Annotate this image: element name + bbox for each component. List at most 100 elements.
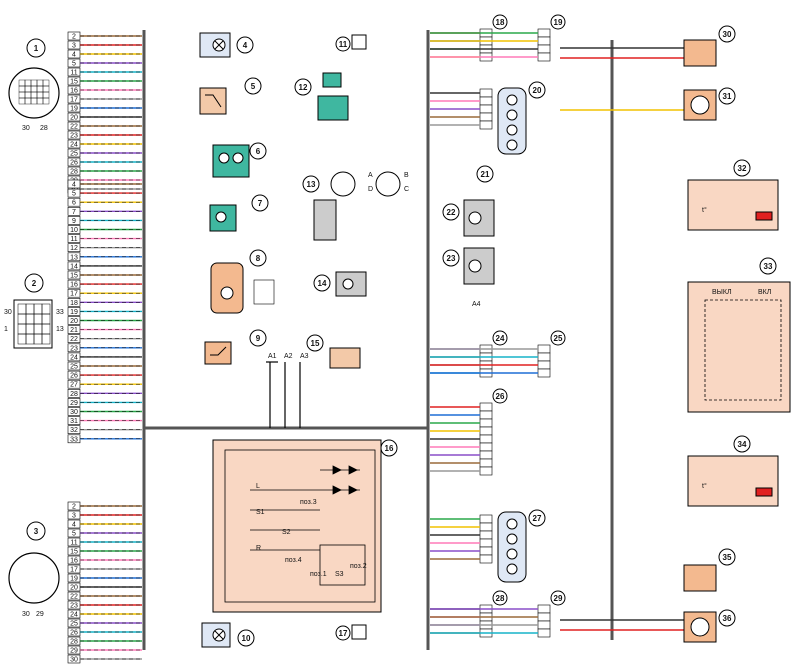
component-number-12: 12 — [299, 83, 308, 92]
pin-number: 15 — [70, 549, 78, 556]
component-number-7: 7 — [258, 199, 263, 208]
svg-text:30: 30 — [22, 125, 30, 132]
lamp-4: 4 — [199, 32, 254, 58]
switch-9: 9 — [204, 329, 267, 365]
component-number-20: 20 — [533, 86, 542, 95]
pin-number: 20 — [70, 115, 78, 122]
component-number-26: 26 — [496, 392, 505, 401]
pin-number: 23 — [70, 345, 78, 352]
component-11: 11 — [335, 34, 367, 52]
pin-number: 11 — [70, 70, 77, 77]
svg-text:ВКЛ: ВКЛ — [758, 289, 772, 296]
svg-text:A1: A1 — [268, 353, 277, 360]
motor-31: 31 — [683, 87, 736, 121]
pin-number: 29 — [70, 648, 78, 655]
svg-text:S1: S1 — [256, 509, 265, 516]
svg-text:33: 33 — [56, 309, 64, 316]
pin-number: 33 — [70, 436, 78, 443]
motor-8: 8 — [210, 249, 275, 314]
pin-number: 27 — [70, 382, 78, 389]
component-number-16: 16 — [385, 444, 394, 453]
pin-number: 26 — [70, 160, 78, 167]
pin-number: 31 — [70, 418, 78, 425]
pin-number: 5 — [72, 531, 76, 538]
pin-number: 32 — [70, 427, 78, 434]
switch-15: 15 — [306, 334, 361, 369]
connector-1: 1 30 28 — [8, 38, 60, 132]
svg-text:29: 29 — [36, 611, 44, 618]
pin-number: 30 — [70, 657, 78, 664]
svg-text:t°: t° — [702, 482, 707, 490]
component-number-24: 24 — [496, 334, 505, 343]
switch-6: 6 — [212, 142, 267, 178]
svg-text:C: C — [404, 186, 409, 193]
component-number-30: 30 — [723, 30, 732, 39]
connector-2: 2 30 33 1 13 — [4, 273, 64, 349]
pin-number: 29 — [70, 400, 78, 407]
pin-number: 28 — [70, 391, 78, 398]
relay-5: 5 — [199, 77, 262, 115]
pin-number: 11 — [70, 236, 77, 243]
pin-number: 19 — [70, 106, 78, 113]
pin-number: 23 — [70, 133, 78, 140]
svg-text:A: A — [368, 172, 373, 179]
pin-number: 23 — [70, 603, 78, 610]
component-number-11: 11 — [339, 40, 348, 49]
pin-number: 4 — [72, 522, 76, 529]
relay-35: 35 — [683, 548, 736, 592]
lamp-cluster-27: 27 — [497, 509, 546, 583]
component-number-3: 3 — [34, 527, 39, 536]
pin-number: 21 — [70, 327, 78, 334]
component-number-8: 8 — [256, 254, 261, 263]
relay-30: 30 — [683, 25, 736, 67]
svg-text:28: 28 — [40, 125, 48, 132]
connector-3: 3 30 29 — [8, 521, 60, 618]
pin-number: 2 — [72, 504, 76, 511]
component-number-31: 31 — [723, 92, 732, 101]
bus-lines — [142, 30, 614, 650]
pin-number: 25 — [70, 621, 78, 628]
svg-text:ВЫКЛ: ВЫКЛ — [712, 289, 732, 296]
lamp-cluster-20: 20 — [497, 81, 546, 155]
component-number-6: 6 — [256, 147, 261, 156]
pin-number: 22 — [70, 124, 78, 131]
component-number-21: 21 — [481, 170, 490, 179]
svg-text:A4: A4 — [472, 301, 481, 308]
component-number-34: 34 — [738, 440, 747, 449]
svg-text:1: 1 — [4, 326, 8, 333]
heater-32: 32 t° — [687, 159, 779, 231]
pin-number: 28 — [70, 169, 78, 176]
pin-number: 19 — [70, 576, 78, 583]
svg-text:A2: A2 — [284, 353, 293, 360]
bus-a: A1 A2 A3 — [266, 353, 309, 428]
pin-number: 12 — [70, 245, 78, 252]
pin-number: 24 — [70, 612, 78, 619]
pin-number: 15 — [70, 79, 78, 86]
component-number-19: 19 — [554, 18, 563, 27]
pin-number: 24 — [70, 354, 78, 361]
pin-number: 14 — [70, 263, 78, 270]
component-number-29: 29 — [554, 594, 563, 603]
svg-text:поз.1: поз.1 — [310, 571, 327, 578]
switch-7: 7 — [209, 194, 269, 232]
pin-number: 11 — [70, 540, 77, 547]
component-number-5: 5 — [251, 82, 256, 91]
component-number-18: 18 — [496, 18, 505, 27]
component-17: 17 — [335, 624, 367, 641]
component-number-4: 4 — [243, 41, 248, 50]
svg-text:поз.2: поз.2 — [350, 563, 367, 570]
component-number-1: 1 — [34, 44, 39, 53]
pin-number: 4 — [72, 182, 76, 189]
component-number-33: 33 — [764, 262, 773, 271]
pin-number: 25 — [70, 151, 78, 158]
svg-text:30: 30 — [22, 611, 30, 618]
pin-number: 17 — [70, 97, 78, 104]
lamp-14: 14 — [313, 271, 367, 297]
component-number-14: 14 — [318, 279, 327, 288]
pin-number: 26 — [70, 373, 78, 380]
fuel-pump-13: 13 A D B C — [302, 171, 409, 241]
lamps-21-23: 21 22 23 A4 — [442, 165, 495, 308]
